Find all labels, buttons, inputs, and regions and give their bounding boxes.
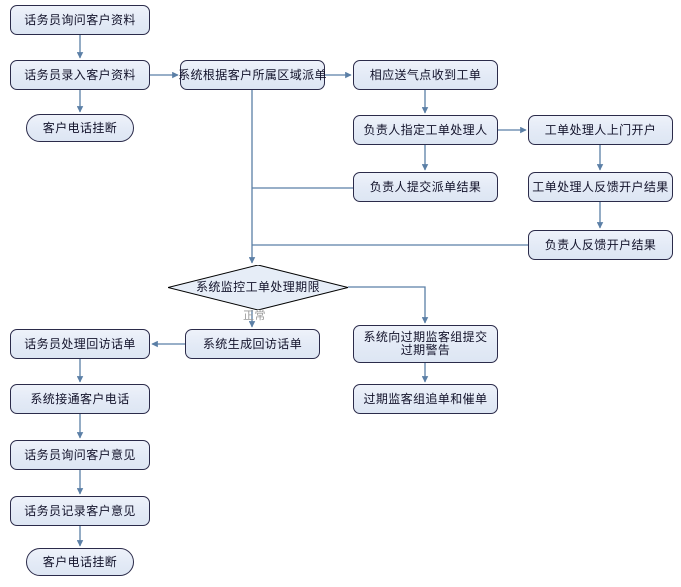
node-manager-assigns-handler[interactable]: 负责人指定工单处理人 [353,115,498,145]
node-label: 话务员处理回访话单 [24,336,136,351]
node-agent-asks-customer-opinion[interactable]: 话务员询问客户意见 [10,440,150,470]
node-label: 话务员询问客户意见 [24,447,136,462]
node-label: 工单处理人上门开户 [544,122,657,137]
node-label: 相应送气点收到工单 [369,67,482,82]
node-gas-station-receives-order[interactable]: 相应送气点收到工单 [353,60,498,90]
node-overdue-group-followup[interactable]: 过期监客组追单和催单 [353,384,498,414]
node-manager-feedback-result[interactable]: 负责人反馈开户结果 [528,230,673,260]
node-dispatch-by-region[interactable]: 系统根据客户所属区域派单 [178,60,327,90]
node-label: 系统接通客户电话 [30,391,130,406]
node-label: 客户电话挂断 [42,554,118,569]
node-enter-customer-info[interactable]: 话务员录入客户资料 [10,60,150,90]
node-manager-submits-dispatch-result[interactable]: 负责人提交派单结果 [353,172,498,202]
node-label: 话务员录入客户资料 [24,67,136,82]
node-handler-feedback-result[interactable]: 工单处理人反馈开户结果 [528,172,673,202]
edge-diamond-n13 [348,286,429,324]
node-customer-hangup-top[interactable]: 客户电话挂断 [26,114,134,142]
node-agent-records-customer-opinion[interactable]: 话务员记录客户意见 [10,496,150,526]
node-label: 负责人反馈开户结果 [544,237,657,252]
node-label: 系统向过期监客组提交过期警告 [363,330,488,357]
node-label: 负责人提交派单结果 [369,179,482,194]
node-label: 系统生成回访话单 [202,336,303,351]
node-label: 工单处理人反馈开户结果 [532,179,669,194]
node-system-generates-callback-ticket[interactable]: 系统生成回访话单 [185,329,320,359]
node-agent-handles-callback-ticket[interactable]: 话务员处理回访话单 [10,329,150,359]
node-inquire-customer-info[interactable]: 话务员询问客户资料 [10,5,150,35]
node-label: 系统根据客户所属区域派单 [178,67,327,82]
node-label: 客户电话挂断 [42,120,118,135]
node-label: 过期监客组追单和催单 [363,391,488,406]
diamond-shape [168,265,348,310]
decision-label: 系统监控工单处理期限 [195,280,320,294]
node-label: 话务员记录客户意见 [24,503,136,518]
node-system-connects-customer-call[interactable]: 系统接通客户电话 [10,384,150,414]
node-label: 负责人指定工单处理人 [363,122,488,137]
node-label: 话务员询问客户资料 [24,12,136,27]
node-customer-hangup-bottom[interactable]: 客户电话挂断 [26,548,134,576]
node-handler-onsite-account-open[interactable]: 工单处理人上门开户 [528,115,673,145]
edge-label-normal: 正常 [243,307,266,323]
node-system-submits-overdue-warning[interactable]: 系统向过期监客组提交过期警告 [353,325,498,363]
edge-label-text: 正常 [243,309,266,322]
decision-monitor-ticket-deadline[interactable]: 系统监控工单处理期限 [168,265,348,310]
